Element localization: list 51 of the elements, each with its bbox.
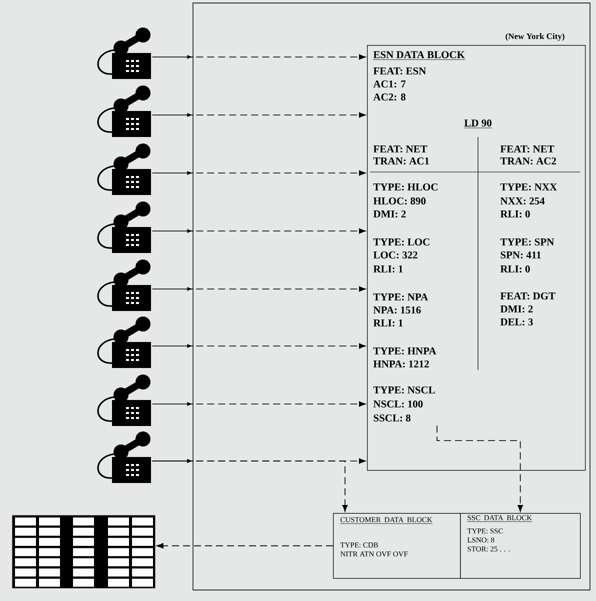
field-text: RLI: 1 <box>373 319 403 327</box>
arrow <box>152 286 366 292</box>
arrow <box>152 170 366 176</box>
arrow <box>152 401 366 407</box>
field-text: DMI: 2 <box>500 305 533 313</box>
field-text: FEAT: ESN <box>373 67 426 75</box>
field-text: LOC: 322 <box>373 251 418 259</box>
field-text: SSCL: 8 <box>374 414 410 422</box>
field-text: HNPA: 1212 <box>373 360 429 368</box>
field-text: TYPE: SPN <box>500 238 554 246</box>
arrow <box>152 54 366 60</box>
field-text: DMI: 2 <box>373 210 406 218</box>
arrow <box>152 459 348 512</box>
field-text: TYPE: NPA <box>373 293 428 301</box>
arrow <box>436 425 523 512</box>
field-text: RLI: 1 <box>373 265 403 273</box>
telephone-icon <box>97 28 151 79</box>
telephone-icon <box>97 432 151 483</box>
field-text: AC2: 8 <box>373 93 406 101</box>
arrow <box>152 112 366 118</box>
field-text: NSCL: 100 <box>373 400 423 408</box>
field-text: HLOC: 890 <box>373 197 426 205</box>
field-text: SPN: 411 <box>500 251 541 259</box>
field-text: RLI: 0 <box>500 210 530 218</box>
telephone-icon <box>97 86 151 137</box>
field-text: FEAT: NET <box>373 145 428 153</box>
field-text: TYPE: NSCL <box>373 386 435 394</box>
field-text: TRAN: AC2 <box>500 157 556 165</box>
field-text: RLI: 0 <box>500 265 530 273</box>
telephone-icon <box>97 144 151 195</box>
field-text: FEAT: DGT <box>500 292 556 300</box>
arrow <box>152 228 366 234</box>
field-text: TYPE: HNPA <box>373 347 436 355</box>
field-text: NPA: 1516 <box>373 306 421 314</box>
telephone-icon <box>97 374 151 426</box>
spreadsheet-drawing <box>12 515 156 588</box>
field-text: TYPE: NXX <box>500 184 557 190</box>
field-text: AC1: 7 <box>373 80 406 88</box>
telephone-icon <box>97 260 151 311</box>
telephone-icon <box>97 202 151 253</box>
field-text: NXX: 254 <box>500 197 545 205</box>
telephone-icon <box>97 316 151 368</box>
block-heading: ESN DATA BLOCK <box>373 51 466 60</box>
field-text: TYPE: HLOC <box>373 183 438 191</box>
block-heading: LD 90 <box>464 119 492 128</box>
arrow <box>156 543 334 548</box>
field-text: TYPE: LOC <box>373 238 430 246</box>
field-text: TRAN: AC1 <box>373 157 429 165</box>
field-text: DEL: 3 <box>500 318 533 326</box>
arrow <box>152 343 366 349</box>
field-text: FEAT: NET <box>500 145 554 153</box>
